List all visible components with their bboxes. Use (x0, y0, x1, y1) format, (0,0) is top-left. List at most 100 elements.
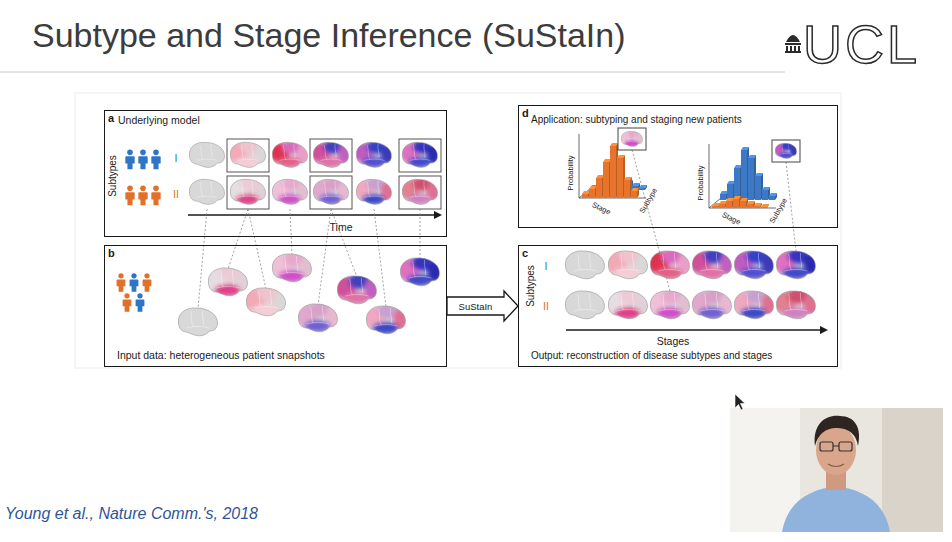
brain-region (215, 284, 241, 296)
leader-line (786, 162, 796, 251)
brain-illustration (773, 142, 799, 159)
brain-regions (773, 142, 799, 159)
brain-regions (772, 288, 820, 319)
brain-regions (604, 248, 652, 279)
brain-sulci (280, 181, 301, 197)
figure-text: Subtype (638, 187, 659, 215)
brain-regions (561, 288, 609, 319)
brain-regions (268, 140, 311, 168)
panel-letter: c (522, 247, 528, 260)
brain-outline (356, 142, 391, 167)
brain-sulci (217, 270, 240, 288)
brain-region-blend (352, 140, 395, 168)
ucl-logo: UCL (803, 17, 920, 71)
figure-text: II (173, 188, 179, 200)
brain-illustration (362, 303, 410, 334)
brain-region-blend (604, 248, 652, 279)
histogram-bar (741, 150, 747, 200)
brain-illustration (309, 177, 352, 205)
leader-line (228, 209, 248, 269)
histogram-bar (748, 158, 754, 200)
histogram-bar (639, 188, 645, 190)
brain-regions (561, 248, 609, 279)
brain-outline (565, 291, 604, 319)
brain-illustration (396, 255, 444, 286)
brain-sulci (410, 181, 431, 197)
brain-regions (772, 248, 820, 279)
brain-sulci (701, 253, 724, 271)
brain-regions (604, 288, 652, 319)
brain-regions (174, 305, 222, 336)
brain-region-blend (604, 288, 652, 319)
brain-region-blend (398, 177, 441, 205)
person-body (151, 156, 160, 169)
person-head (140, 150, 146, 156)
brain-region (319, 194, 342, 205)
figure-text: Stage (720, 211, 741, 227)
brain-illustration (174, 305, 222, 336)
brain-region (783, 307, 809, 319)
brain-region-blend (398, 140, 441, 168)
brain-sulci (280, 144, 301, 160)
brain-outline (356, 179, 391, 204)
brain-outline (230, 142, 265, 167)
person-head (137, 293, 142, 298)
brain-sulci (255, 290, 278, 308)
leader-line (290, 209, 292, 255)
leader-line (632, 150, 670, 291)
brain-region-blend (226, 140, 269, 168)
brain-illustration (619, 130, 645, 147)
brain-region-blend (333, 273, 381, 304)
figure-panel: aUnderlying modelSubtypesIIITime (104, 110, 447, 237)
brain-regions (398, 177, 441, 205)
figure-text: Stage (590, 201, 611, 217)
brain-illustration (309, 140, 352, 168)
person-head (131, 273, 136, 278)
time-arrow-head (434, 211, 442, 219)
brain-regions (268, 251, 316, 282)
brain-region-blend (242, 285, 290, 316)
person-body (151, 192, 160, 205)
brain-region-blend (730, 248, 778, 279)
panel-letter: b (108, 247, 115, 260)
brain-regions (646, 288, 694, 319)
brain-region-blend (268, 177, 311, 205)
brain-region-blend (561, 288, 609, 319)
brain-sulci (346, 278, 369, 296)
brain-regions (352, 177, 395, 205)
person-body (123, 299, 132, 311)
person-head (118, 273, 123, 278)
histogram-bar (726, 201, 732, 208)
brain-outline (230, 179, 265, 204)
brain-regions (688, 248, 736, 279)
brain-sulci (364, 144, 385, 160)
brain-sulci (375, 308, 398, 326)
histogram-bar (727, 184, 733, 200)
brain-region-blend (773, 142, 799, 159)
brain-regions (362, 303, 410, 334)
inset-box (618, 128, 646, 150)
brain-outline (776, 291, 815, 319)
histogram-bar (761, 207, 767, 208)
webcam-shirt (782, 486, 890, 532)
figure-text: Subtypes (107, 155, 119, 197)
brain-illustration (268, 177, 311, 205)
webcam-glasses (820, 442, 833, 451)
figure-text: Subtypes (525, 265, 537, 307)
brain-outline (692, 251, 731, 279)
brain-region (572, 267, 598, 279)
webcam-mouth (828, 464, 844, 467)
figure-text: Subtype (768, 197, 789, 225)
brain-outline (775, 143, 796, 158)
brain-region-blend (268, 251, 316, 282)
person-icon (117, 273, 126, 292)
brain-outline (246, 288, 285, 316)
histogram-bar (632, 186, 638, 190)
brain-outline (608, 251, 647, 279)
brain-regions (352, 140, 395, 168)
brain-region (279, 270, 305, 282)
brain-region-blend (352, 177, 395, 205)
brain-illustration (185, 140, 228, 168)
brain-region-blend (730, 288, 778, 319)
